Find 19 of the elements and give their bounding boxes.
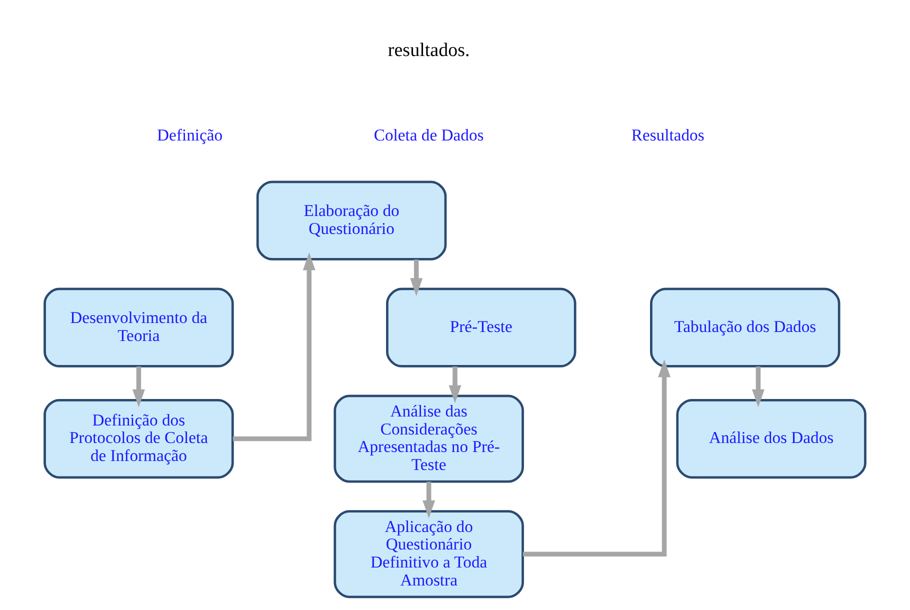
node-box: Pré-Teste	[386, 288, 576, 368]
arrow	[232, 252, 316, 442]
arrow	[410, 260, 423, 296]
arrow	[448, 366, 462, 404]
node-box: Aplicação do Questionário Definitivo a Toda Amostra	[334, 510, 524, 598]
arrow	[752, 366, 764, 408]
arrow	[422, 482, 436, 518]
node-box: Definição dos Protocolos de Coleta de Informação	[44, 398, 234, 479]
arrow	[522, 359, 671, 556]
node-box: Desenvolvimento da Teoria	[44, 288, 234, 368]
arrow	[132, 366, 145, 408]
node-box: Elaboração do Questionário	[256, 180, 447, 260]
label: resultados.	[388, 40, 470, 62]
node-box: Análise das Considerações Apresentadas no Pré-Teste	[334, 394, 524, 483]
node-box: Tabulação dos Dados	[650, 288, 840, 368]
label: Definição	[157, 126, 223, 145]
node-box: Análise dos Dados	[676, 398, 866, 479]
label: Resultados	[631, 126, 704, 145]
label: Coleta de Dados	[374, 126, 484, 145]
